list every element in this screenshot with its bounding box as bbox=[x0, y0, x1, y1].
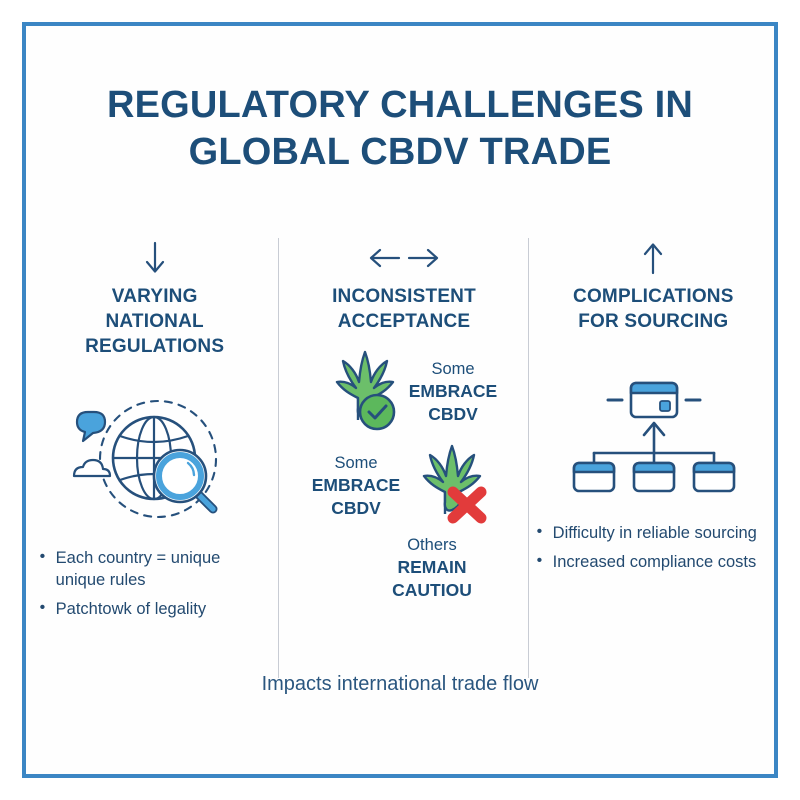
caption-strong-2: CAUTIOU bbox=[392, 580, 472, 600]
column-2-art: Some EMBRACE CBDV Some EMBRACE CBDV bbox=[287, 348, 520, 602]
column-3-bullet-list: Difficulty in reliable sourcing Increase… bbox=[537, 521, 770, 580]
arrow-left-right-icon bbox=[368, 238, 440, 278]
column-2-heading: INCONSISTENT ACCEPTANCE bbox=[332, 284, 476, 334]
column-3-heading: COMPLICATIONS FOR SOURCING bbox=[573, 284, 734, 334]
statement-embrace-strong-2: CBDV bbox=[428, 404, 478, 424]
statement-cautious-label: Some EMBRACE CBDV bbox=[312, 452, 400, 520]
columns-container: VARYING NATIONAL REGULATIONS bbox=[30, 216, 778, 678]
statement-cautious-strong-1: EMBRACE bbox=[311, 475, 401, 495]
column-1-heading: VARYING NATIONAL REGULATIONS bbox=[38, 284, 271, 359]
statement-cautious-strong-2: CBDV bbox=[331, 498, 381, 518]
column-1-heading-line-1: VARYING bbox=[111, 286, 198, 307]
footer-note: Impacts international trade flow bbox=[261, 673, 539, 695]
column-1-heading-line-2: NATIONAL REGULATIONS bbox=[85, 311, 225, 357]
column-3-heading-line-2: FOR SOURCING bbox=[578, 311, 729, 332]
statement-embrace-plain: Some bbox=[431, 360, 475, 378]
globe-magnifier-icon bbox=[62, 385, 248, 535]
statement-embrace-strong-1: EMBRACE bbox=[408, 381, 498, 401]
column-varying-national-regulations: VARYING NATIONAL REGULATIONS bbox=[30, 216, 280, 678]
list-item: Increased compliance costs bbox=[537, 550, 770, 573]
supply-chain-boxes-icon bbox=[572, 360, 736, 510]
list-item: Difficulty in reliable sourcing bbox=[537, 521, 770, 544]
column-2-heading-line-1: INCONSISTENT bbox=[332, 286, 476, 307]
leaf-cross-icon bbox=[404, 442, 492, 530]
caption-plain: Others bbox=[407, 536, 457, 554]
statement-embrace-label: Some EMBRACE CBDV bbox=[409, 358, 497, 426]
list-item: Each country = unique unique rules bbox=[40, 546, 270, 591]
statement-others-caption: Others REMAIN CAUTIOU bbox=[392, 534, 472, 602]
page-title: REGULATORY CHALLENGES IN GLOBAL CBDV TRA… bbox=[26, 82, 774, 176]
column-1-bullet-list: Each country = unique unique rules Patch… bbox=[40, 546, 270, 627]
statement-embrace: Some EMBRACE CBDV bbox=[290, 348, 523, 436]
caption-strong-1: REMAIN bbox=[397, 557, 467, 577]
page-title-line-1: REGULATORY CHALLENGES IN bbox=[106, 84, 694, 126]
statement-cautious: Some EMBRACE CBDV bbox=[285, 442, 518, 530]
statement-cautious-plain: Some bbox=[334, 454, 378, 472]
column-complications-for-sourcing: COMPLICATIONS FOR SOURCING bbox=[529, 216, 778, 656]
infographic-frame: REGULATORY CHALLENGES IN GLOBAL CBDV TRA… bbox=[22, 22, 778, 778]
arrow-down-icon bbox=[141, 238, 169, 278]
column-2-heading-line-2: ACCEPTANCE bbox=[337, 311, 471, 332]
page-title-line-2: GLOBAL CBDV TRADE bbox=[188, 131, 612, 173]
leaf-check-icon bbox=[317, 348, 405, 436]
list-item: Patchtowk of legality bbox=[40, 597, 270, 620]
column-inconsistent-acceptance: INCONSISTENT ACCEPTANCE bbox=[279, 216, 529, 678]
column-3-heading-line-1: COMPLICATIONS bbox=[573, 286, 734, 307]
arrow-up-icon bbox=[639, 238, 667, 278]
